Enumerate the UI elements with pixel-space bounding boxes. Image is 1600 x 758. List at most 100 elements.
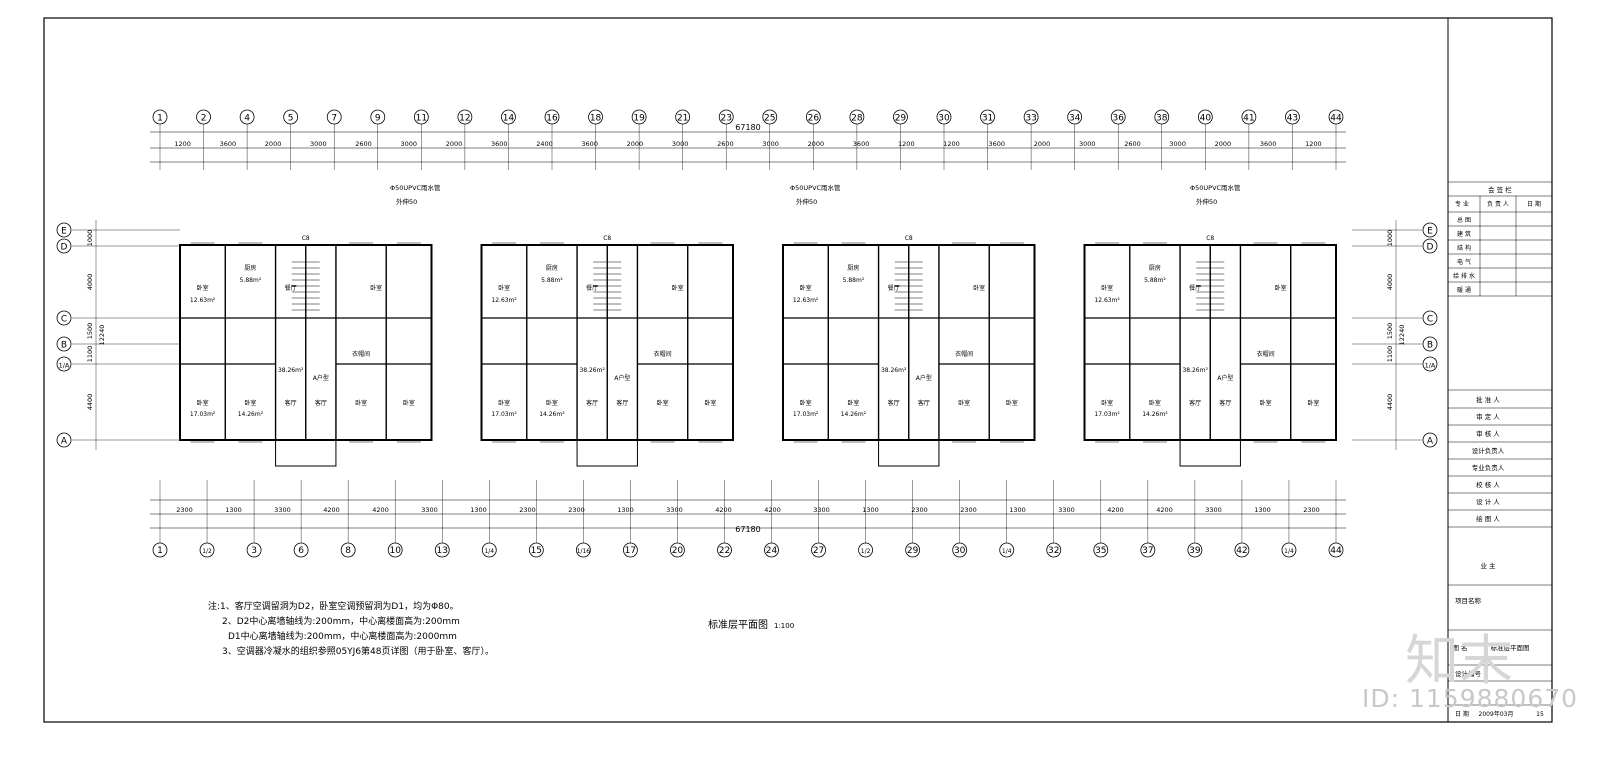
axis-label-top: 31	[982, 114, 993, 124]
dimension-text-top: 3600	[491, 140, 508, 148]
note-4: 3、空调器冷凝水的组织参照05YJ6第48页详图（用于卧室、客厅）。	[222, 647, 495, 657]
discipline-label: 暖 通	[1457, 286, 1471, 294]
drain-pipe-label: Φ50UPVC雨水管	[790, 183, 841, 192]
role-label: 绘 图 人	[1476, 514, 1500, 523]
axis-label-top: 25	[764, 114, 775, 124]
role-label: 设计负责人	[1472, 446, 1505, 455]
note-1: 注:1、客厅空调留洞为D2，卧室空调预留洞为D1，均为Φ80。	[208, 602, 459, 612]
dimension-text-top: 3000	[400, 140, 417, 148]
watermark-brand: 知末	[1405, 629, 1513, 692]
axis-bubble-row	[56, 238, 72, 254]
dimension-text-side: 1500	[1386, 323, 1394, 340]
dimension-text-top: 1200	[943, 140, 960, 148]
axis-bubble-row	[1422, 432, 1438, 448]
dimension-text-bottom: 2300	[519, 506, 536, 514]
room-label: 厨房	[847, 264, 859, 272]
axis-label-top: 34	[1069, 114, 1081, 124]
dimension-text-side: 4000	[86, 274, 94, 291]
note-2: 2、D2中心离墙轴线为:200mm，中心离楼面高为:200mm	[222, 617, 460, 627]
room-label: 卧室	[370, 284, 382, 292]
axis-label-bottom: 1/4	[1284, 548, 1294, 555]
dimension-text-bottom: 1300	[617, 506, 634, 514]
date-value: 2009年03月	[1479, 710, 1514, 718]
balcony	[1179, 439, 1241, 467]
axis-label-top: 23	[720, 114, 731, 124]
axis-label-top: 18	[590, 114, 602, 124]
drawing-name-label: 图 名	[1452, 643, 1467, 652]
axis-label-top: 9	[375, 114, 381, 124]
axis-label-bottom: 32	[1048, 546, 1059, 556]
room-label: 17.03m²	[793, 411, 819, 418]
room-label: 厨房	[244, 264, 256, 272]
room-label: 衣帽间	[352, 350, 370, 358]
room-label: 12.63m²	[491, 297, 517, 304]
axis-label-bottom: 8	[345, 546, 351, 556]
axis-bubble-row	[56, 336, 72, 352]
room-label: 客厅	[616, 399, 628, 407]
drain-pipe-sub: 外伸50	[1196, 197, 1217, 206]
drain-pipe-sub: 外伸50	[396, 197, 417, 206]
axis-label-bottom: 27	[813, 546, 824, 556]
dimension-text-top: 2600	[355, 140, 372, 148]
room-label: A户型	[916, 374, 932, 382]
room-label: 17.03m²	[491, 411, 517, 418]
axis-label-bottom: 24	[766, 546, 778, 556]
room-label: 卧室	[672, 284, 684, 292]
drain-pipe-sub: 外伸50	[796, 197, 817, 206]
dimension-text-top: 2600	[1124, 140, 1141, 148]
dimension-text-bottom: 4200	[764, 506, 781, 514]
sign-col-label: 专 业	[1455, 200, 1469, 208]
axis-label-top: 21	[677, 114, 688, 124]
dimension-text-top: 3000	[762, 140, 779, 148]
axis-label-bottom: 6	[298, 546, 304, 556]
sign-col-label: 日 期	[1527, 200, 1541, 208]
room-label: 卧室	[244, 399, 256, 407]
room-label: 12.63m²	[190, 297, 216, 304]
dimension-text-bottom: 1300	[1009, 506, 1026, 514]
dimension-text-top: 2000	[808, 140, 825, 148]
balcony	[275, 439, 337, 467]
axis-bubble-row	[1422, 238, 1438, 254]
axis-label-bottom: 1/2	[861, 548, 871, 555]
room-label: A户型	[313, 374, 329, 382]
dimension-text-bottom: 3300	[1205, 506, 1222, 514]
axis-label-top: 43	[1287, 114, 1298, 124]
axis-label-top: 5	[288, 114, 294, 124]
discipline-label: 给 排 水	[1453, 272, 1475, 280]
room-label: 卧室	[546, 399, 558, 407]
axis-label-bottom: 44	[1330, 546, 1342, 556]
room-label: 38.26m²	[881, 367, 907, 374]
room-label: 卧室	[498, 284, 510, 292]
room-label: 客厅	[888, 399, 900, 407]
axis-label-bottom: 10	[389, 546, 401, 556]
dimension-text-top: 1200	[174, 140, 191, 148]
stair-label: C8	[1206, 235, 1214, 242]
dimension-text-bottom: 2300	[176, 506, 193, 514]
dimension-text-side: 1500	[86, 323, 94, 340]
role-label: 校 核 人	[1476, 480, 1500, 489]
axis-label-top: 40	[1200, 114, 1212, 124]
axis-label-bottom: 42	[1236, 546, 1247, 556]
dimension-text-bottom: 2300	[960, 506, 977, 514]
room-label: A户型	[1217, 374, 1233, 382]
dimension-text-bottom: 1300	[862, 506, 879, 514]
axis-label-top: 38	[1156, 114, 1168, 124]
axis-label-top: 33	[1025, 114, 1036, 124]
room-label: 38.26m²	[1182, 367, 1208, 374]
dimension-text-bottom: 3300	[1058, 506, 1075, 514]
room-label: A户型	[614, 374, 630, 382]
dimension-text-top: 1200	[1305, 140, 1322, 148]
title-block: 会 签 栏专 业负 责 人日 期总 图建 筑结 构电 气给 排 水暖 通批 准 …	[1448, 181, 1552, 718]
axis-label-bottom: 37	[1142, 546, 1153, 556]
axis-bubble-row	[1422, 222, 1438, 238]
dimension-text-top: 3000	[1079, 140, 1096, 148]
dimension-text-side: 1100	[1386, 346, 1394, 363]
room-label: 餐厅	[285, 284, 297, 292]
watermark-id: ID: 1159880670	[1362, 684, 1579, 713]
axis-label-bottom: 3	[251, 546, 257, 556]
dimension-total-side: 12240	[98, 325, 106, 346]
room-label: 卧室	[197, 399, 209, 407]
room-label: 卧室	[1307, 399, 1319, 407]
room-label: 卧室	[704, 399, 716, 407]
